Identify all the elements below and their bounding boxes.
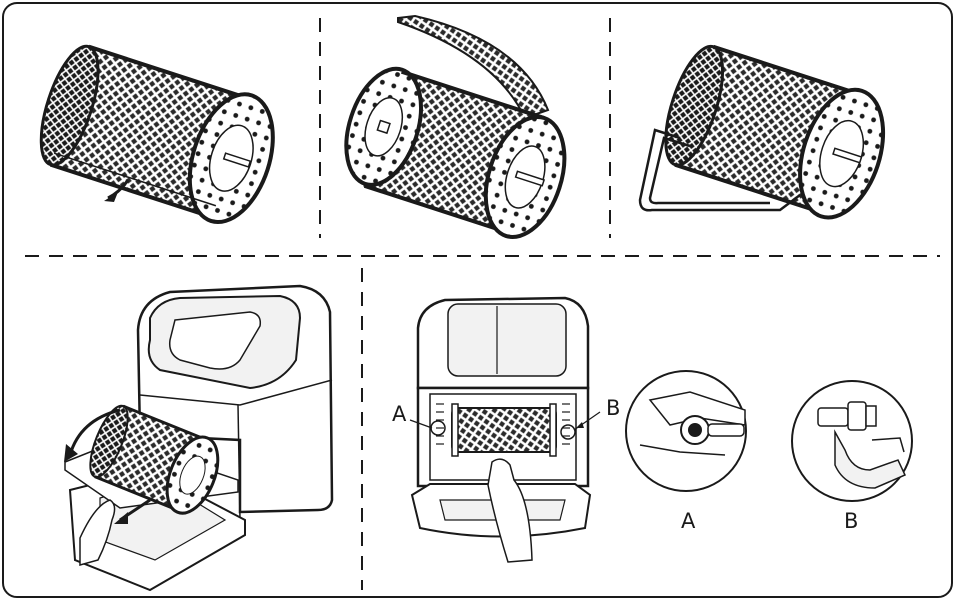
basket-open-lid <box>344 14 567 239</box>
basket-with-handle <box>638 44 886 220</box>
panel-dividers <box>25 18 940 590</box>
hand-icon <box>79 499 116 566</box>
insert-basket-into-oven <box>64 284 334 592</box>
mount-point-b <box>560 424 576 440</box>
basket-closed-latch <box>39 44 275 225</box>
callout-b-label: B <box>606 396 621 420</box>
inserted-basket <box>451 407 557 453</box>
detail-a-magnifier <box>625 370 747 492</box>
rotate-arrow-icon <box>68 408 121 456</box>
detail-a-label: A <box>681 509 696 533</box>
latch-arrow-icon <box>107 179 130 200</box>
open-lid <box>397 14 550 120</box>
detail-b-magnifier <box>791 380 913 502</box>
callout-a-label: A <box>392 402 407 426</box>
hand-icon <box>487 458 533 563</box>
detail-b-label: B <box>844 509 859 533</box>
basket-mount-points <box>409 296 913 563</box>
handle-icon <box>638 128 801 212</box>
